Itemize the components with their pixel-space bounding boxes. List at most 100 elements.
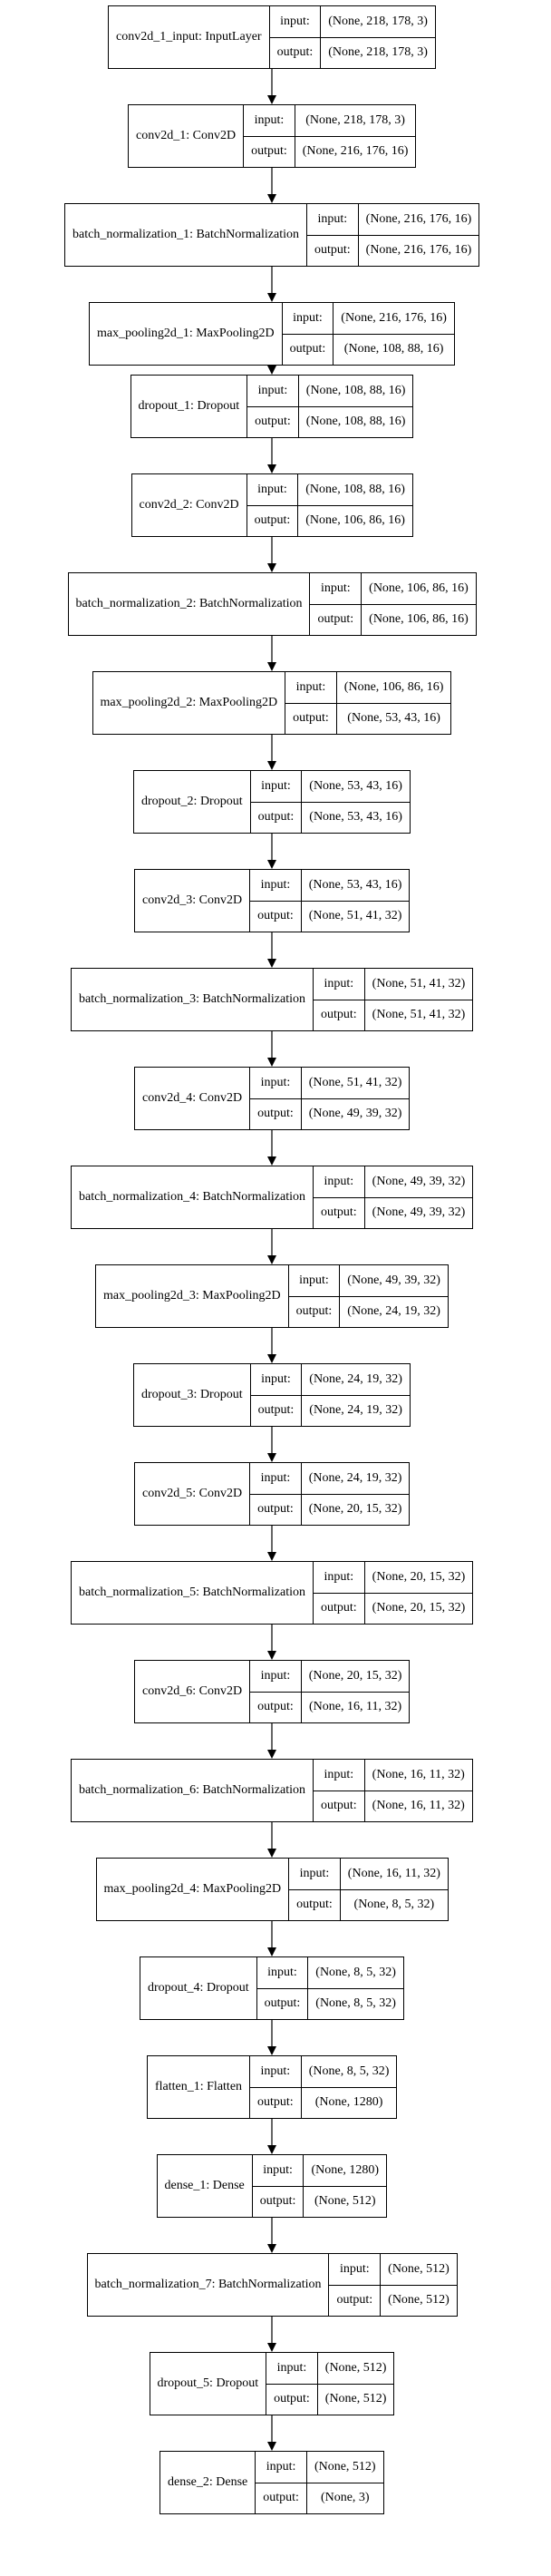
input-shape: (None, 24, 19, 32) — [301, 1463, 410, 1495]
output-shape: (None, 106, 86, 16) — [305, 513, 405, 528]
input-label: input: — [250, 870, 301, 902]
io-value-column: (None, 16, 11, 32)(None, 8, 5, 32) — [340, 1859, 448, 1920]
io-value-column: (None, 20, 15, 32)(None, 16, 11, 32) — [301, 1661, 410, 1722]
output-shape: (None, 108, 88, 16) — [305, 415, 406, 429]
output-label: output: — [259, 2194, 296, 2209]
io-label-column: input:output: — [256, 2452, 307, 2513]
arrowhead — [267, 2343, 276, 2352]
layer-name: conv2d_4: Conv2D — [135, 1068, 251, 1129]
input-shape: (None, 1280) — [304, 2155, 387, 2187]
io-label-column: input:output: — [313, 1562, 365, 1624]
input-shape: (None, 512) — [381, 2254, 457, 2286]
io-value-column: (None, 53, 43, 16)(None, 53, 43, 16) — [302, 771, 410, 833]
layer-name: max_pooling2d_3: MaxPooling2D — [96, 1265, 289, 1327]
layer-node: batch_normalization_6: BatchNormalizatio… — [71, 1759, 473, 1822]
io-value-column: (None, 49, 39, 32)(None, 24, 19, 32) — [340, 1265, 448, 1327]
io-label-column: input:output: — [288, 1265, 341, 1327]
output-shape: (None, 24, 19, 32) — [347, 1304, 440, 1319]
io-label-column: input:output: — [266, 2353, 318, 2415]
input-shape: (None, 53, 43, 16) — [302, 771, 410, 803]
output-shape: (None, 216, 176, 16) — [302, 144, 409, 159]
layer-name: dropout_1: Dropout — [131, 376, 248, 437]
input-label: input: — [310, 573, 362, 605]
layer-name: conv2d_1: Conv2D — [129, 105, 245, 167]
io-value-column: (None, 106, 86, 16)(None, 53, 43, 16) — [336, 672, 451, 734]
input-shape: (None, 8, 5, 32) — [308, 1957, 403, 1989]
input-shape: (None, 16, 11, 32) — [340, 1859, 448, 1890]
arrowhead — [267, 194, 276, 203]
input-label: input: — [313, 1562, 364, 1594]
layer-name: max_pooling2d_4: MaxPooling2D — [97, 1859, 290, 1920]
input-label: input: — [285, 672, 336, 704]
arrowhead — [267, 563, 276, 572]
arrowhead — [267, 761, 276, 770]
layer-name: batch_normalization_2: BatchNormalizatio… — [69, 573, 311, 635]
arrowhead — [267, 293, 276, 302]
output-label: output: — [320, 1799, 357, 1813]
output-shape: (None, 49, 39, 32) — [308, 1107, 402, 1121]
layer-name: batch_normalization_7: BatchNormalizatio… — [88, 2254, 330, 2316]
io-label-column: input: output: — [250, 870, 302, 932]
layer-node: batch_normalization_2: BatchNormalizatio… — [67, 572, 477, 636]
output-label: output: — [336, 2293, 373, 2308]
io-value-column: (None, 24, 19, 32)(None, 24, 19, 32) — [302, 1364, 410, 1426]
output-label: output: — [274, 2392, 310, 2406]
input-label: input: — [256, 2452, 306, 2483]
output-label: output: — [296, 1898, 333, 1912]
input-label: input: — [269, 6, 321, 38]
input-label: input: — [306, 204, 358, 236]
layer-node: batch_normalization_1: BatchNormalizatio… — [64, 203, 480, 267]
arrowhead — [267, 1947, 276, 1956]
output-label: output: — [257, 1502, 294, 1517]
arrowhead — [267, 2442, 276, 2451]
output-shape: (None, 3) — [320, 2491, 370, 2505]
output-shape: (None, 16, 11, 32) — [308, 1700, 402, 1714]
arrowhead — [267, 1651, 276, 1660]
arrowhead — [267, 959, 276, 968]
output-shape: (None, 106, 86, 16) — [369, 612, 469, 627]
output-label: output: — [314, 243, 351, 258]
io-value-column: (None, 512)(None, 512) — [381, 2254, 457, 2316]
output-shape: (None, 218, 178, 3) — [328, 45, 428, 60]
io-label-column: input:output: — [250, 2056, 302, 2118]
layer-name: dropout_4: Dropout — [140, 1957, 257, 2019]
io-label-column: input:output: — [269, 6, 322, 68]
input-shape: (None, 108, 88, 16) — [298, 474, 412, 506]
io-label-column: input:output: — [246, 474, 299, 536]
output-shape: (None, 108, 88, 16) — [343, 342, 444, 356]
io-value-column: (None, 216, 176, 16)(None, 108, 88, 16) — [334, 303, 454, 365]
io-value-column: (None, 106, 86, 16)(None, 106, 86, 16) — [362, 573, 476, 635]
arrowhead — [267, 1849, 276, 1858]
input-label: input: — [250, 1068, 301, 1099]
output-label: output: — [257, 909, 294, 923]
arrowhead — [267, 1354, 276, 1363]
output-shape: (None, 8, 5, 32) — [315, 1996, 396, 2011]
input-label: input: — [313, 969, 364, 1000]
layer-name: batch_normalization_6: BatchNormalizatio… — [72, 1760, 314, 1821]
output-shape: (None, 24, 19, 32) — [309, 1403, 402, 1418]
output-label: output: — [254, 513, 291, 528]
io-label-column: input: output: — [250, 1068, 302, 1129]
input-shape: (None, 53, 43, 16) — [301, 870, 410, 902]
io-value-column: (None, 49, 39, 32)(None, 49, 39, 32) — [364, 1166, 473, 1228]
arrowhead — [267, 1750, 276, 1759]
output-label: output: — [257, 1700, 294, 1714]
io-value-column: (None, 218, 178, 3)(None, 216, 176, 16) — [295, 105, 416, 167]
output-shape: (None, 1280) — [314, 2095, 383, 2110]
arrowhead — [267, 366, 276, 375]
io-label-column: input:output: — [250, 1463, 302, 1525]
output-shape: (None, 512) — [314, 2194, 376, 2209]
arrowhead — [267, 1156, 276, 1166]
output-label: output: — [264, 1996, 301, 2011]
output-label: output: — [257, 1107, 294, 1121]
output-shape: (None, 51, 41, 32) — [308, 909, 402, 923]
input-shape: (None, 512) — [306, 2452, 383, 2483]
layer-name: batch_normalization_5: BatchNormalizatio… — [72, 1562, 314, 1624]
